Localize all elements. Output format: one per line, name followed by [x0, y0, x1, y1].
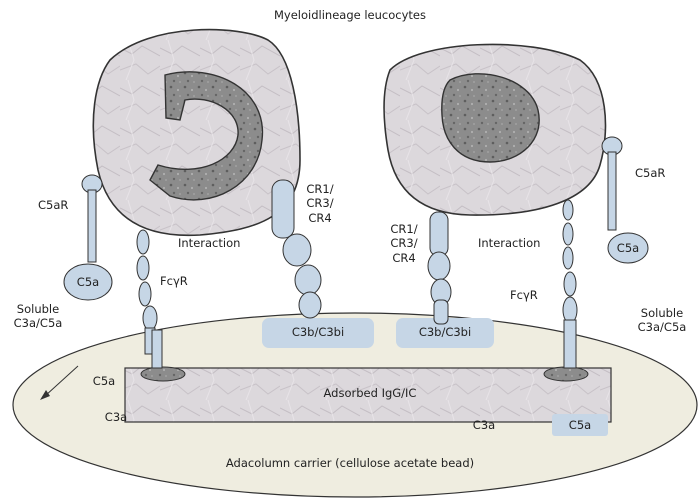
soluble-left-label: Soluble C3a/C5a [13, 302, 63, 331]
c5a-left-label: C5a [76, 275, 100, 289]
title: Myeloidlineage leucocytes [274, 8, 426, 22]
c5ar-right-stem [607, 151, 617, 231]
contact-patch-left [140, 366, 186, 382]
c5a-left-ball [63, 263, 113, 301]
nucleus-left [149, 71, 264, 201]
c3b-box-left [262, 318, 374, 348]
c5a-bead-label: C5a [92, 374, 116, 388]
c3a-bead-left-label: C3a [104, 410, 128, 424]
soluble-arrow-line [44, 365, 79, 397]
cr-right-chain [427, 211, 452, 325]
c5ar-right-label: C5aR [635, 166, 666, 180]
c5a-right-label: C5a [616, 241, 640, 255]
contact-patch-right [543, 366, 589, 382]
adsorbed-label: Adsorbed IgG/IC [323, 386, 417, 400]
c5a-box-bead [552, 414, 608, 436]
c5a-right-ball [607, 232, 649, 264]
interaction-right-label: Interaction [478, 236, 541, 250]
fcr-left-chain [136, 229, 163, 369]
c5ar-left-label: C5aR [38, 198, 69, 212]
nucleus-right [441, 73, 540, 163]
fcr-right-label: FcγR [510, 288, 538, 302]
soluble-right-label: Soluble C3a/C5a [637, 306, 687, 335]
soluble-arrow-head [40, 390, 50, 400]
cell-left [92, 28, 301, 237]
c3b-box-right [396, 318, 494, 348]
c3b-right-label: C3b/C3bi [418, 325, 472, 339]
c5a-bead-right-label: C5a [568, 418, 592, 432]
adsorbed-bar [124, 367, 612, 423]
c5ar-left-stem [87, 189, 97, 263]
c3b-left-label: C3b/C3bi [291, 325, 345, 339]
fcr-left-label: FcγR [160, 274, 188, 288]
interaction-left-label: Interaction [178, 236, 241, 250]
cr-right-label: CR1/ CR3/ CR4 [390, 222, 418, 265]
fcr-right-chain [562, 199, 578, 369]
cr-left-label: CR1/ CR3/ CR4 [306, 182, 334, 225]
c3a-bead-right-label: C3a [472, 418, 496, 432]
carrier-label: Adacolumn carrier (cellulose acetate bea… [225, 456, 475, 470]
cr-left-chain [271, 179, 322, 319]
